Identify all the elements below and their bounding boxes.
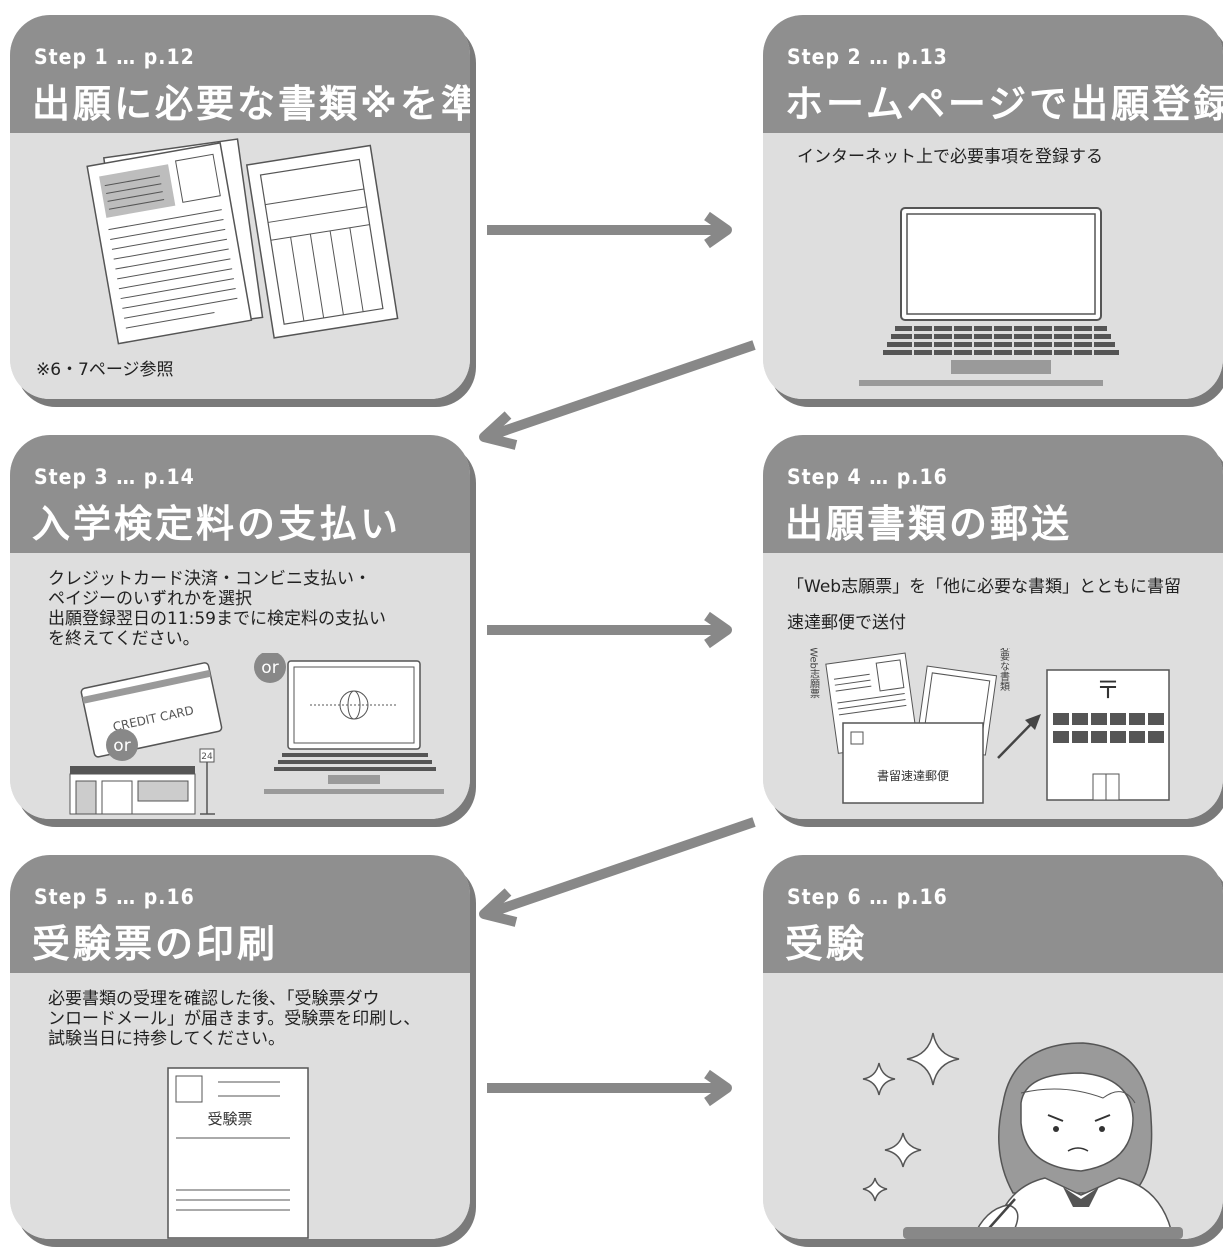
step-6-title: 受験 [785, 922, 868, 966]
arrow-step1-to-step2 [487, 211, 732, 249]
or-label-2: or [261, 658, 278, 678]
arrow-step5-to-step6 [487, 1069, 732, 1107]
exam-ticket-illustration: 受験票 [167, 1067, 309, 1239]
step-1-number: Step 1 … p.12 [34, 45, 195, 69]
arrow-step2-to-step3 [479, 340, 756, 450]
laptop-icon [264, 660, 444, 794]
step-3-title: 入学検定料の支払い [32, 502, 402, 546]
post-mark: 〒 [1096, 676, 1120, 704]
step-4-description: 「Web志願票」を「他に必要な書類」とともに書留 速達郵便で送付 [787, 577, 1182, 633]
label-other-vertical: 他に必要な書類 [998, 648, 1010, 692]
arrow-step4-to-step5 [479, 817, 756, 927]
convenience-store-icon: 24 [69, 748, 215, 815]
or-label-1: or [113, 736, 130, 756]
step-5-header: Step 5 … p.16 受験票の印刷 [10, 855, 470, 973]
step-4-card: Step 4 … p.16 出願書類の郵送 「Web志願票」を「他に必要な書類」… [763, 435, 1223, 827]
sparkle-icon [862, 1032, 960, 1202]
arrow-step3-to-step4 [487, 611, 732, 649]
step-6-number: Step 6 … p.16 [787, 885, 948, 909]
step-5-card: Step 5 … p.16 受験票の印刷 必要書類の受理を確認した後、「受験票ダ… [10, 855, 476, 1247]
step-2-card: Step 2 … p.13 ホームページで出願登録 インターネット上で必要事項を… [763, 15, 1223, 407]
step-2-number: Step 2 … p.13 [787, 45, 948, 69]
step-3-description: クレジットカード決済・コンビニ支払い・ ペイジーのいずれかを選択 出願登録翌日の… [48, 569, 386, 649]
documents-illustration [86, 138, 399, 345]
envelope-label: 書留速達郵便 [877, 769, 949, 783]
step-1-title: 出願に必要な書類※を準備 [32, 82, 470, 126]
step-2-header: Step 2 … p.13 ホームページで出願登録 [763, 15, 1223, 133]
credit-card-icon: CREDIT CARD [80, 662, 223, 758]
step-5-description: 必要書類の受理を確認した後、「受験票ダウ ンロードメール」が届きます。受験票を印… [48, 989, 421, 1049]
post-office-icon: 〒 [1046, 669, 1170, 801]
step-3-number: Step 3 … p.14 [34, 465, 195, 489]
step-4-number: Step 4 … p.16 [787, 465, 948, 489]
step-2-title: ホームページで出願登録 [785, 82, 1223, 126]
payment-illustration: CREDIT CARD or 24 [69, 653, 444, 815]
step-6-card: Step 6 … p.16 受験 [763, 855, 1223, 1247]
step-1-card: Step 1 … p.12 出願に必要な書類※を準備 [10, 15, 476, 407]
step-5-number: Step 5 … p.16 [34, 885, 195, 909]
step-6-header: Step 6 … p.16 受験 [763, 855, 1223, 973]
step-5-title: 受験票の印刷 [32, 922, 279, 966]
step-3-card: Step 3 … p.14 入学検定料の支払い クレジットカード決済・コンビニ支… [10, 435, 476, 827]
label-web-vertical: Web志願票 [808, 648, 820, 699]
step-4-header: Step 4 … p.16 出願書類の郵送 [763, 435, 1223, 553]
laptop-icon [859, 207, 1119, 386]
step-2-description: インターネット上で必要事項を登録する [797, 147, 1103, 167]
step-1-note: ※6・7ページ参照 [36, 360, 174, 380]
step-3-header: Step 3 … p.14 入学検定料の支払い [10, 435, 470, 553]
step-1-header: Step 1 … p.12 出願に必要な書類※を準備 [10, 15, 470, 133]
ticket-label: 受験票 [207, 1110, 252, 1128]
mailing-illustration: Web志願票 書留速 [808, 648, 1170, 804]
student-exam-illustration [862, 1032, 1183, 1239]
store-sign: 24 [201, 752, 213, 762]
step-4-title: 出願書類の郵送 [785, 502, 1073, 546]
